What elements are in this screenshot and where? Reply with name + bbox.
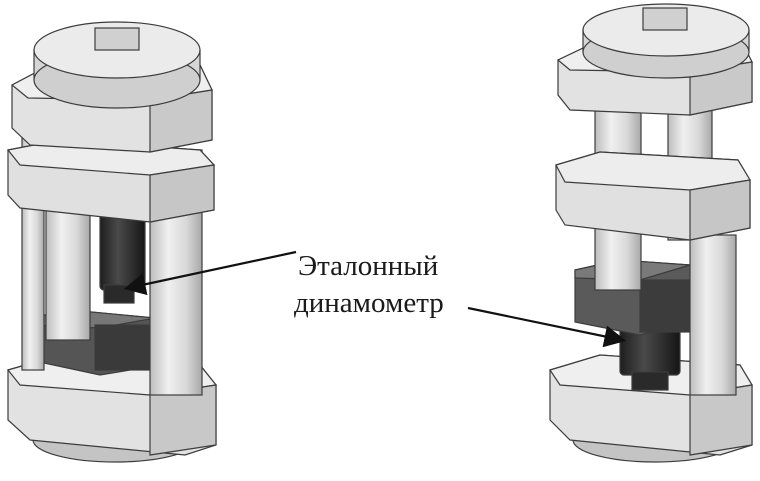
left-middle-plate [6, 139, 216, 223]
arrow-left [123, 250, 297, 296]
arrow-right [467, 306, 627, 348]
right-top-disc [582, 3, 750, 79]
right-middle-plate [555, 151, 751, 241]
right-assembly [549, 3, 753, 463]
label-dynamometer: динамометр [294, 287, 444, 319]
left-top-disc [33, 21, 201, 109]
left-dynamometer [99, 209, 146, 304]
right-rod-3 [689, 234, 737, 396]
left-assembly [6, 21, 218, 463]
label-reference: Эталонный [298, 250, 439, 282]
